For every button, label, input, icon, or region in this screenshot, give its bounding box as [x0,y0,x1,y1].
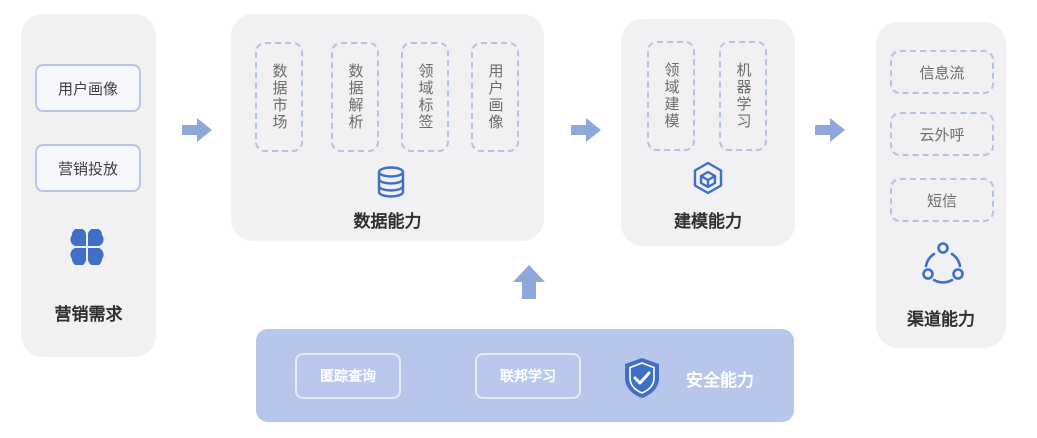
tag-domain-labels: 领域标签 [401,42,449,152]
security-capability-title: 安全能力 [686,371,754,391]
security-capability-panel: 匿踪查询 联邦学习 安全能力 [256,329,794,422]
tag-data-market: 数据市场 [255,42,303,152]
channel-capability-title: 渠道能力 [907,310,975,330]
tag-cloud-call: 云外呼 [890,112,994,156]
tag-user-portrait: 用户画像 [471,42,519,152]
modeling-capability-panel: 领域建模 机器学习 建模能力 [621,19,795,246]
arrow-right-2 [571,118,601,142]
arrow-right-3 [815,118,845,142]
modeling-capability-title: 建模能力 [674,212,742,232]
shield-check-icon [625,358,659,398]
share-cycle-icon [922,242,964,284]
arrow-right-1 [182,118,212,142]
cube-icon [693,161,723,195]
marketing-demand-title: 营销需求 [54,305,123,325]
tag-data-parsing: 数据解析 [331,42,379,152]
tag-machine-learning: 机器学习 [719,41,767,151]
data-capability-panel: 数据市场 数据解析 领域标签 用户画像 数据能力 [231,14,544,241]
database-icon [377,166,405,198]
arrow-up [513,265,545,299]
channel-capability-panel: 信息流 云外呼 短信 渠道能力 [876,22,1006,348]
tag-user-profile: 用户画像 [35,64,141,112]
tag-federated-learning: 联邦学习 [475,353,581,399]
tag-sms: 短信 [890,178,994,222]
tag-anonymous-query: 匿踪查询 [295,353,401,399]
tag-info-feed: 信息流 [890,50,994,94]
marketing-demand-panel: 用户画像 营销投放 营销需求 [21,14,156,357]
tag-domain-modeling: 领域建模 [647,41,695,151]
tag-marketing-delivery: 营销投放 [35,144,141,192]
data-capability-title: 数据能力 [353,212,422,232]
four-petal-icon [70,229,104,265]
